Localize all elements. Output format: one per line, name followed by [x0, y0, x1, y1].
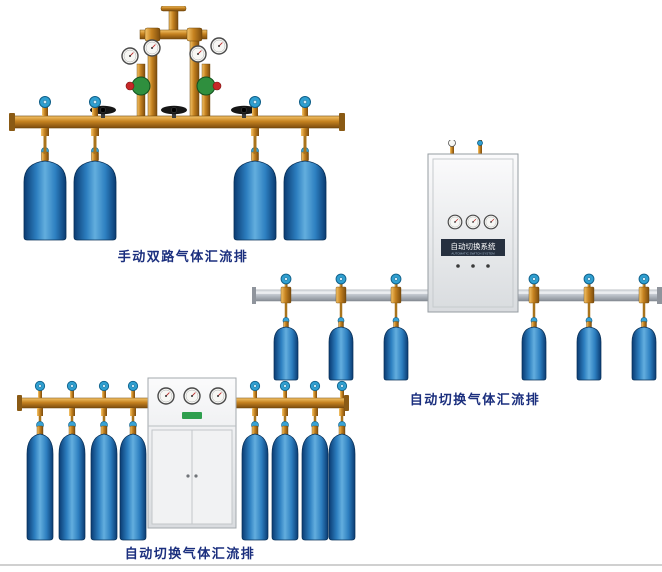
- cylinder-station: [328, 273, 354, 381]
- valve-handwheel-icon: [66, 380, 78, 392]
- gauge-icon: [189, 45, 207, 63]
- gas-cylinder: [241, 421, 269, 541]
- gas-cylinder: [23, 147, 67, 241]
- gauge-icon: [143, 39, 161, 57]
- valve-handwheel-icon: [249, 96, 261, 108]
- gas-cylinder: [58, 421, 86, 541]
- figure-auto-switch-manifold-bottom: [12, 376, 357, 556]
- cylinder-station: [328, 380, 356, 541]
- gauge-icon: [121, 47, 139, 65]
- gas-cylinder: [521, 317, 547, 381]
- cylinder-station: [90, 380, 118, 541]
- cylinder-station: [273, 273, 299, 381]
- valve-handwheel-icon: [336, 380, 348, 392]
- cylinder-station: [521, 273, 547, 381]
- valve-handwheel-icon: [309, 380, 321, 392]
- valve-handwheel-icon: [390, 273, 402, 285]
- figure-caption: 自动切换气体汇流排: [124, 546, 256, 561]
- gas-cylinder: [73, 147, 117, 241]
- valve-handwheel-icon: [280, 273, 292, 285]
- valve-handwheel-icon: [335, 273, 347, 285]
- valve-handwheel-icon: [477, 140, 483, 146]
- cylinder-stations: [273, 273, 657, 381]
- cylinder-station: [301, 380, 329, 541]
- valve-handwheel-icon: [299, 96, 311, 108]
- gas-cylinder: [383, 317, 409, 381]
- gas-cylinder: [328, 421, 356, 541]
- cabinet-label: 自动切换系统: [451, 241, 496, 251]
- gas-cylinder: [328, 317, 354, 381]
- cylinder-station: [26, 380, 54, 541]
- gas-cylinder: [271, 421, 299, 541]
- valve-handwheel-icon: [638, 273, 650, 285]
- gas-cylinder: [576, 317, 602, 381]
- gas-cylinder: [631, 317, 657, 381]
- figure-caption: 手动双路气体汇流排: [117, 249, 249, 264]
- cylinder-station: [576, 273, 602, 381]
- manifold-header-pipe: [9, 113, 345, 131]
- valve-handwheel-icon: [127, 380, 139, 392]
- valve-handwheel-icon: [583, 273, 595, 285]
- gauge-icon: [448, 140, 456, 147]
- gauge-icon: [447, 214, 463, 230]
- valve-handwheel-icon: [249, 380, 261, 392]
- cylinder-station: [58, 380, 86, 541]
- valve-handwheel-icon: [528, 273, 540, 285]
- control-cabinet: [147, 377, 237, 529]
- valve-handwheel-icon: [39, 96, 51, 108]
- cabinet-sublabel: AUTOMATIC SWITCH SYSTEM: [451, 252, 495, 256]
- pressure-regulator-right: [189, 37, 228, 119]
- gas-cylinder: [119, 421, 147, 541]
- cabinet-door-left: [151, 429, 193, 525]
- gas-cylinder: [273, 317, 299, 381]
- cabinet-door-right: [191, 429, 233, 525]
- valve-handwheel-icon: [34, 380, 46, 392]
- gas-cylinder: [301, 421, 329, 541]
- door-handle: [186, 474, 190, 478]
- control-cabinet: 自动切换系统 AUTOMATIC SWITCH SYSTEM: [427, 140, 519, 313]
- gauge-icon: [483, 214, 499, 230]
- cylinder-station: [383, 273, 409, 381]
- pressure-regulator-left: [121, 39, 161, 119]
- gauge-icon: [465, 214, 481, 230]
- cylinder-station: [119, 380, 147, 541]
- gas-cylinder: [90, 421, 118, 541]
- cylinder-station: [631, 273, 657, 381]
- cabinet-label-plate: [441, 239, 505, 256]
- gauge-icon: [157, 387, 175, 405]
- cylinder-stations: [26, 380, 356, 541]
- figure-manual-dual-manifold: [8, 6, 348, 246]
- gauge-icon: [210, 37, 228, 55]
- cabinet-badge: [182, 412, 202, 419]
- page-bottom-border: [0, 564, 662, 566]
- cylinder-station: [271, 380, 299, 541]
- cylinder-valves: [39, 96, 311, 136]
- cylinder-station: [241, 380, 269, 541]
- gauge-icon: [183, 387, 201, 405]
- manifold-top-pipes: [139, 6, 208, 119]
- valve-handwheel-icon: [89, 96, 101, 108]
- figure-auto-switch-manifold-right: 自动切换系统 AUTOMATIC SWITCH SYSTEM: [252, 140, 662, 405]
- gas-cylinder: [26, 421, 54, 541]
- valve-handwheel-icon: [279, 380, 291, 392]
- door-handle: [194, 474, 198, 478]
- valve-handwheel-icon: [98, 380, 110, 392]
- figure-caption: 自动切换气体汇流排: [409, 392, 541, 407]
- gauge-icon: [209, 387, 227, 405]
